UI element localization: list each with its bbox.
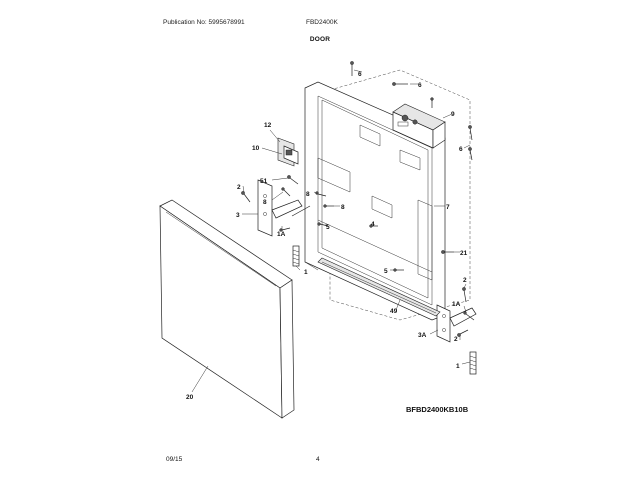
callout-6-top: 6 — [358, 71, 362, 78]
callout-8-b: 8 — [306, 191, 310, 198]
door-spring-right — [469, 351, 477, 375]
door-latch-assembly — [277, 137, 299, 167]
callout-3: 3 — [236, 212, 240, 219]
callout-51: 51 — [260, 178, 268, 185]
model-number: FBD2400K — [306, 19, 338, 26]
screw-2-right — [462, 287, 467, 303]
callout-10: 10 — [252, 145, 260, 152]
callout-2-left: 2 — [237, 184, 241, 191]
screw-8-a — [281, 187, 291, 197]
screw-1a-right — [463, 311, 475, 321]
door-spring-left — [292, 245, 300, 267]
screw-8-c — [323, 204, 334, 208]
callout-7: 7 — [446, 204, 450, 211]
callout-5-b: 5 — [384, 268, 388, 275]
screw-5-a — [317, 222, 329, 227]
control-panel — [392, 103, 446, 149]
left-hinge — [257, 179, 311, 237]
screw-6-right — [468, 125, 473, 141]
screw-1a-left — [279, 227, 291, 232]
callout-8-a: 8 — [263, 199, 267, 206]
screw-51 — [287, 175, 299, 185]
callout-1-left: 1 — [304, 269, 308, 276]
page-number: 4 — [316, 456, 320, 463]
callout-2-right-lower: 2 — [454, 336, 458, 343]
right-hinge — [436, 304, 477, 343]
screw-2-left — [241, 191, 251, 203]
callout-6-mid: 6 — [418, 82, 422, 89]
screw-6-top — [350, 61, 354, 76]
section-title: DOOR — [309, 36, 331, 43]
screw-2-right-lower — [457, 329, 469, 337]
door-bottom-seal — [317, 257, 441, 317]
publication-number: Publication No: 5995678991 — [163, 19, 245, 26]
leader-lines — [191, 69, 471, 393]
callout-3a: 3A — [418, 332, 427, 339]
background-panel-outline — [329, 69, 471, 321]
callout-5-a: 5 — [326, 224, 330, 231]
callout-1a-right: 1A — [452, 301, 461, 308]
outer-door-panel — [159, 199, 295, 419]
callout-1a-left: 1A — [277, 231, 286, 238]
screw-21 — [441, 250, 454, 254]
screw-6-mid — [392, 82, 408, 86]
callout-9: 9 — [451, 111, 455, 118]
screw-6-right-lower — [468, 147, 473, 161]
callout-6-right: 6 — [459, 146, 463, 153]
screw-6-panel — [430, 97, 434, 108]
callout-1-right: 1 — [456, 363, 460, 370]
callout-21: 21 — [460, 250, 468, 257]
screw-4 — [369, 224, 378, 228]
diagram-code: BFBD2400KB10B — [406, 405, 469, 414]
callout-49: 49 — [390, 308, 398, 315]
callout-12: 12 — [264, 122, 272, 129]
callout-20: 20 — [186, 394, 194, 401]
footer-date: 09/15 — [166, 456, 183, 463]
callout-2-right: 2 — [463, 277, 467, 284]
inner-door-panel — [304, 81, 446, 321]
callout-8-c: 8 — [341, 204, 345, 211]
callout-4: 4 — [371, 221, 375, 228]
